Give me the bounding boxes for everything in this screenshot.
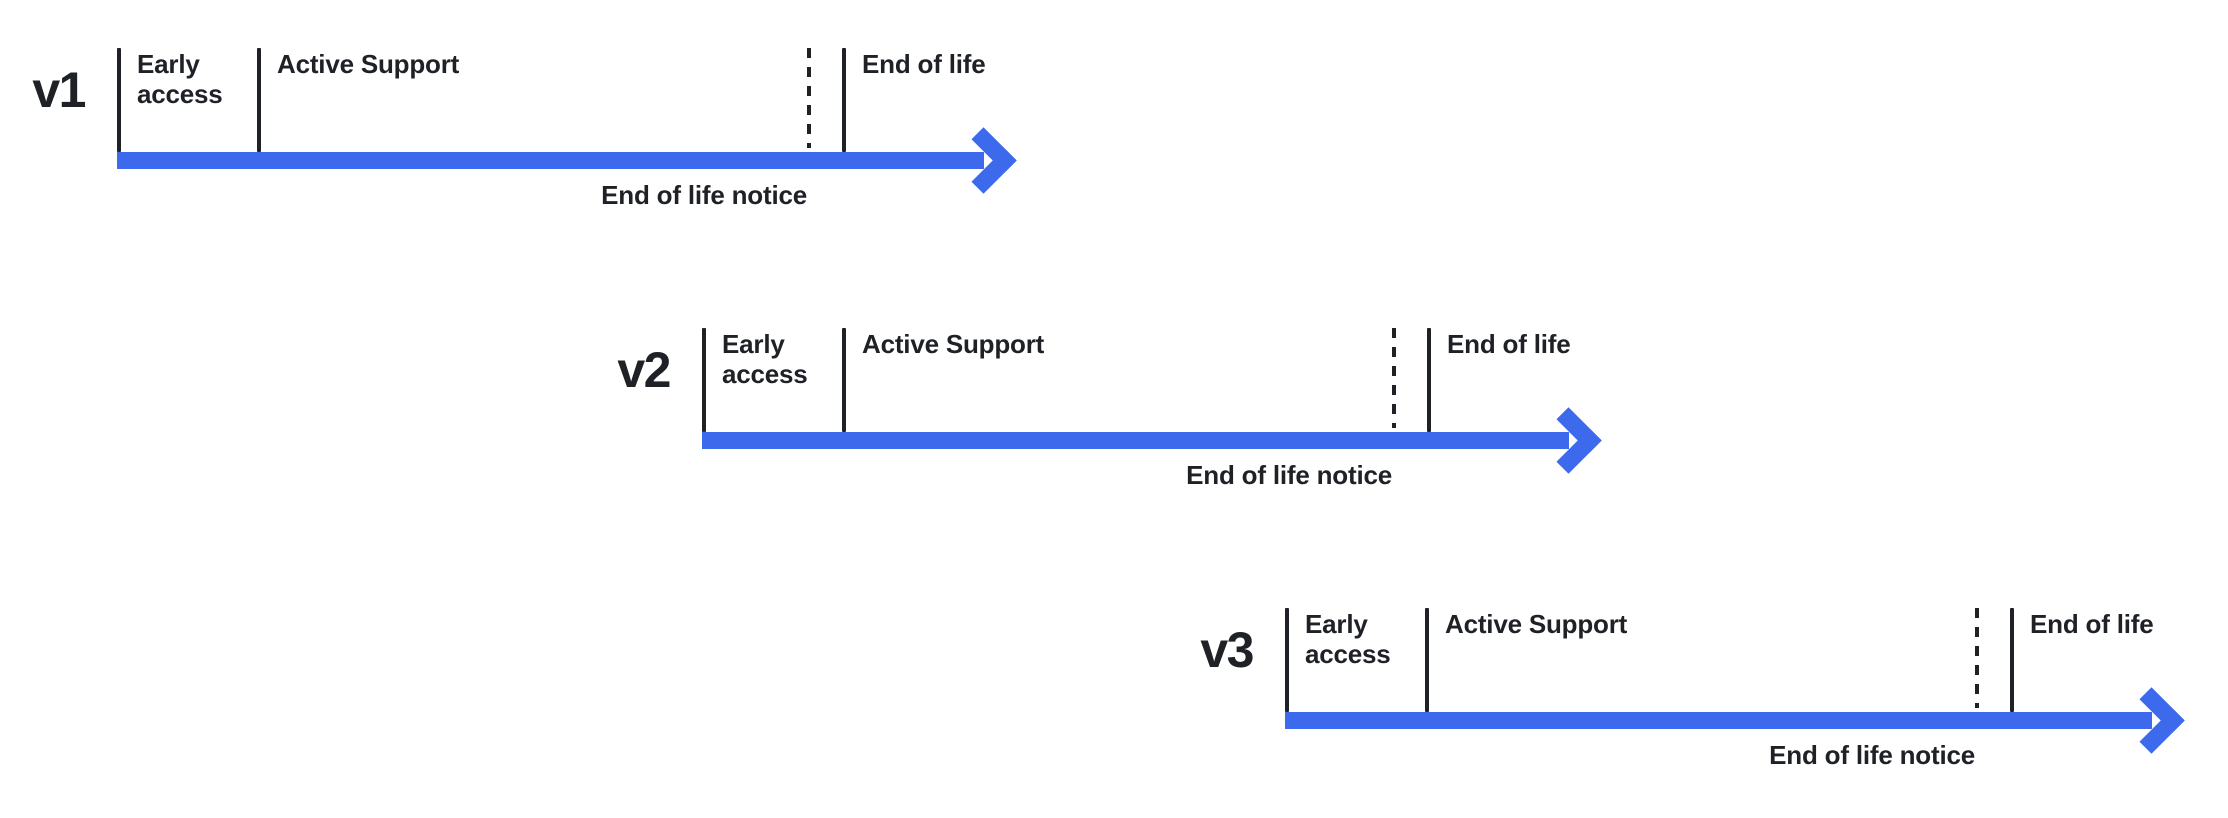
timeline-v3: v3 Early access Active Support End of li… <box>1200 608 2228 818</box>
end-of-life-tick <box>842 48 846 152</box>
timeline-v2: v2 Early access Active Support End of li… <box>617 328 1662 538</box>
end-of-life-notice-dashed-tick <box>1392 328 1396 428</box>
early-access-start-tick <box>117 48 121 152</box>
timeline-arrowhead-icon <box>950 127 1017 194</box>
timeline-arrowhead-icon <box>2118 687 2185 754</box>
end-of-life-tick <box>1427 328 1431 432</box>
active-support-label: Active Support <box>862 329 1045 359</box>
early-access-label: Early access <box>137 49 223 109</box>
end-of-life-notice-label: End of life notice <box>1769 740 1975 770</box>
end-of-life-label: End of life <box>2030 609 2154 639</box>
version-label: v3 <box>1200 622 1254 678</box>
timeline-arrow-shaft <box>1285 712 2152 729</box>
timeline-arrowhead-icon <box>1535 407 1602 474</box>
end-of-life-notice-label: End of life notice <box>1186 460 1392 490</box>
active-support-label: Active Support <box>277 49 460 79</box>
end-of-life-notice-dashed-tick <box>807 48 811 148</box>
end-of-life-tick <box>2010 608 2014 712</box>
timeline-v1: v1 Early access Active Support End of li… <box>32 48 1077 258</box>
active-support-start-tick <box>257 48 261 152</box>
end-of-life-notice-label: End of life notice <box>601 180 807 210</box>
end-of-life-notice-dashed-tick <box>1975 608 1979 708</box>
end-of-life-label: End of life <box>862 49 986 79</box>
active-support-start-tick <box>842 328 846 432</box>
early-access-label: Early access <box>722 329 808 389</box>
early-access-label: Early access <box>1305 609 1391 669</box>
timeline-arrow-shaft <box>117 152 984 169</box>
version-label: v1 <box>32 62 86 118</box>
end-of-life-label: End of life <box>1447 329 1571 359</box>
timeline-arrow-shaft <box>702 432 1569 449</box>
early-access-start-tick <box>702 328 706 432</box>
active-support-label: Active Support <box>1445 609 1628 639</box>
version-label: v2 <box>617 342 671 398</box>
active-support-start-tick <box>1425 608 1429 712</box>
early-access-start-tick <box>1285 608 1289 712</box>
